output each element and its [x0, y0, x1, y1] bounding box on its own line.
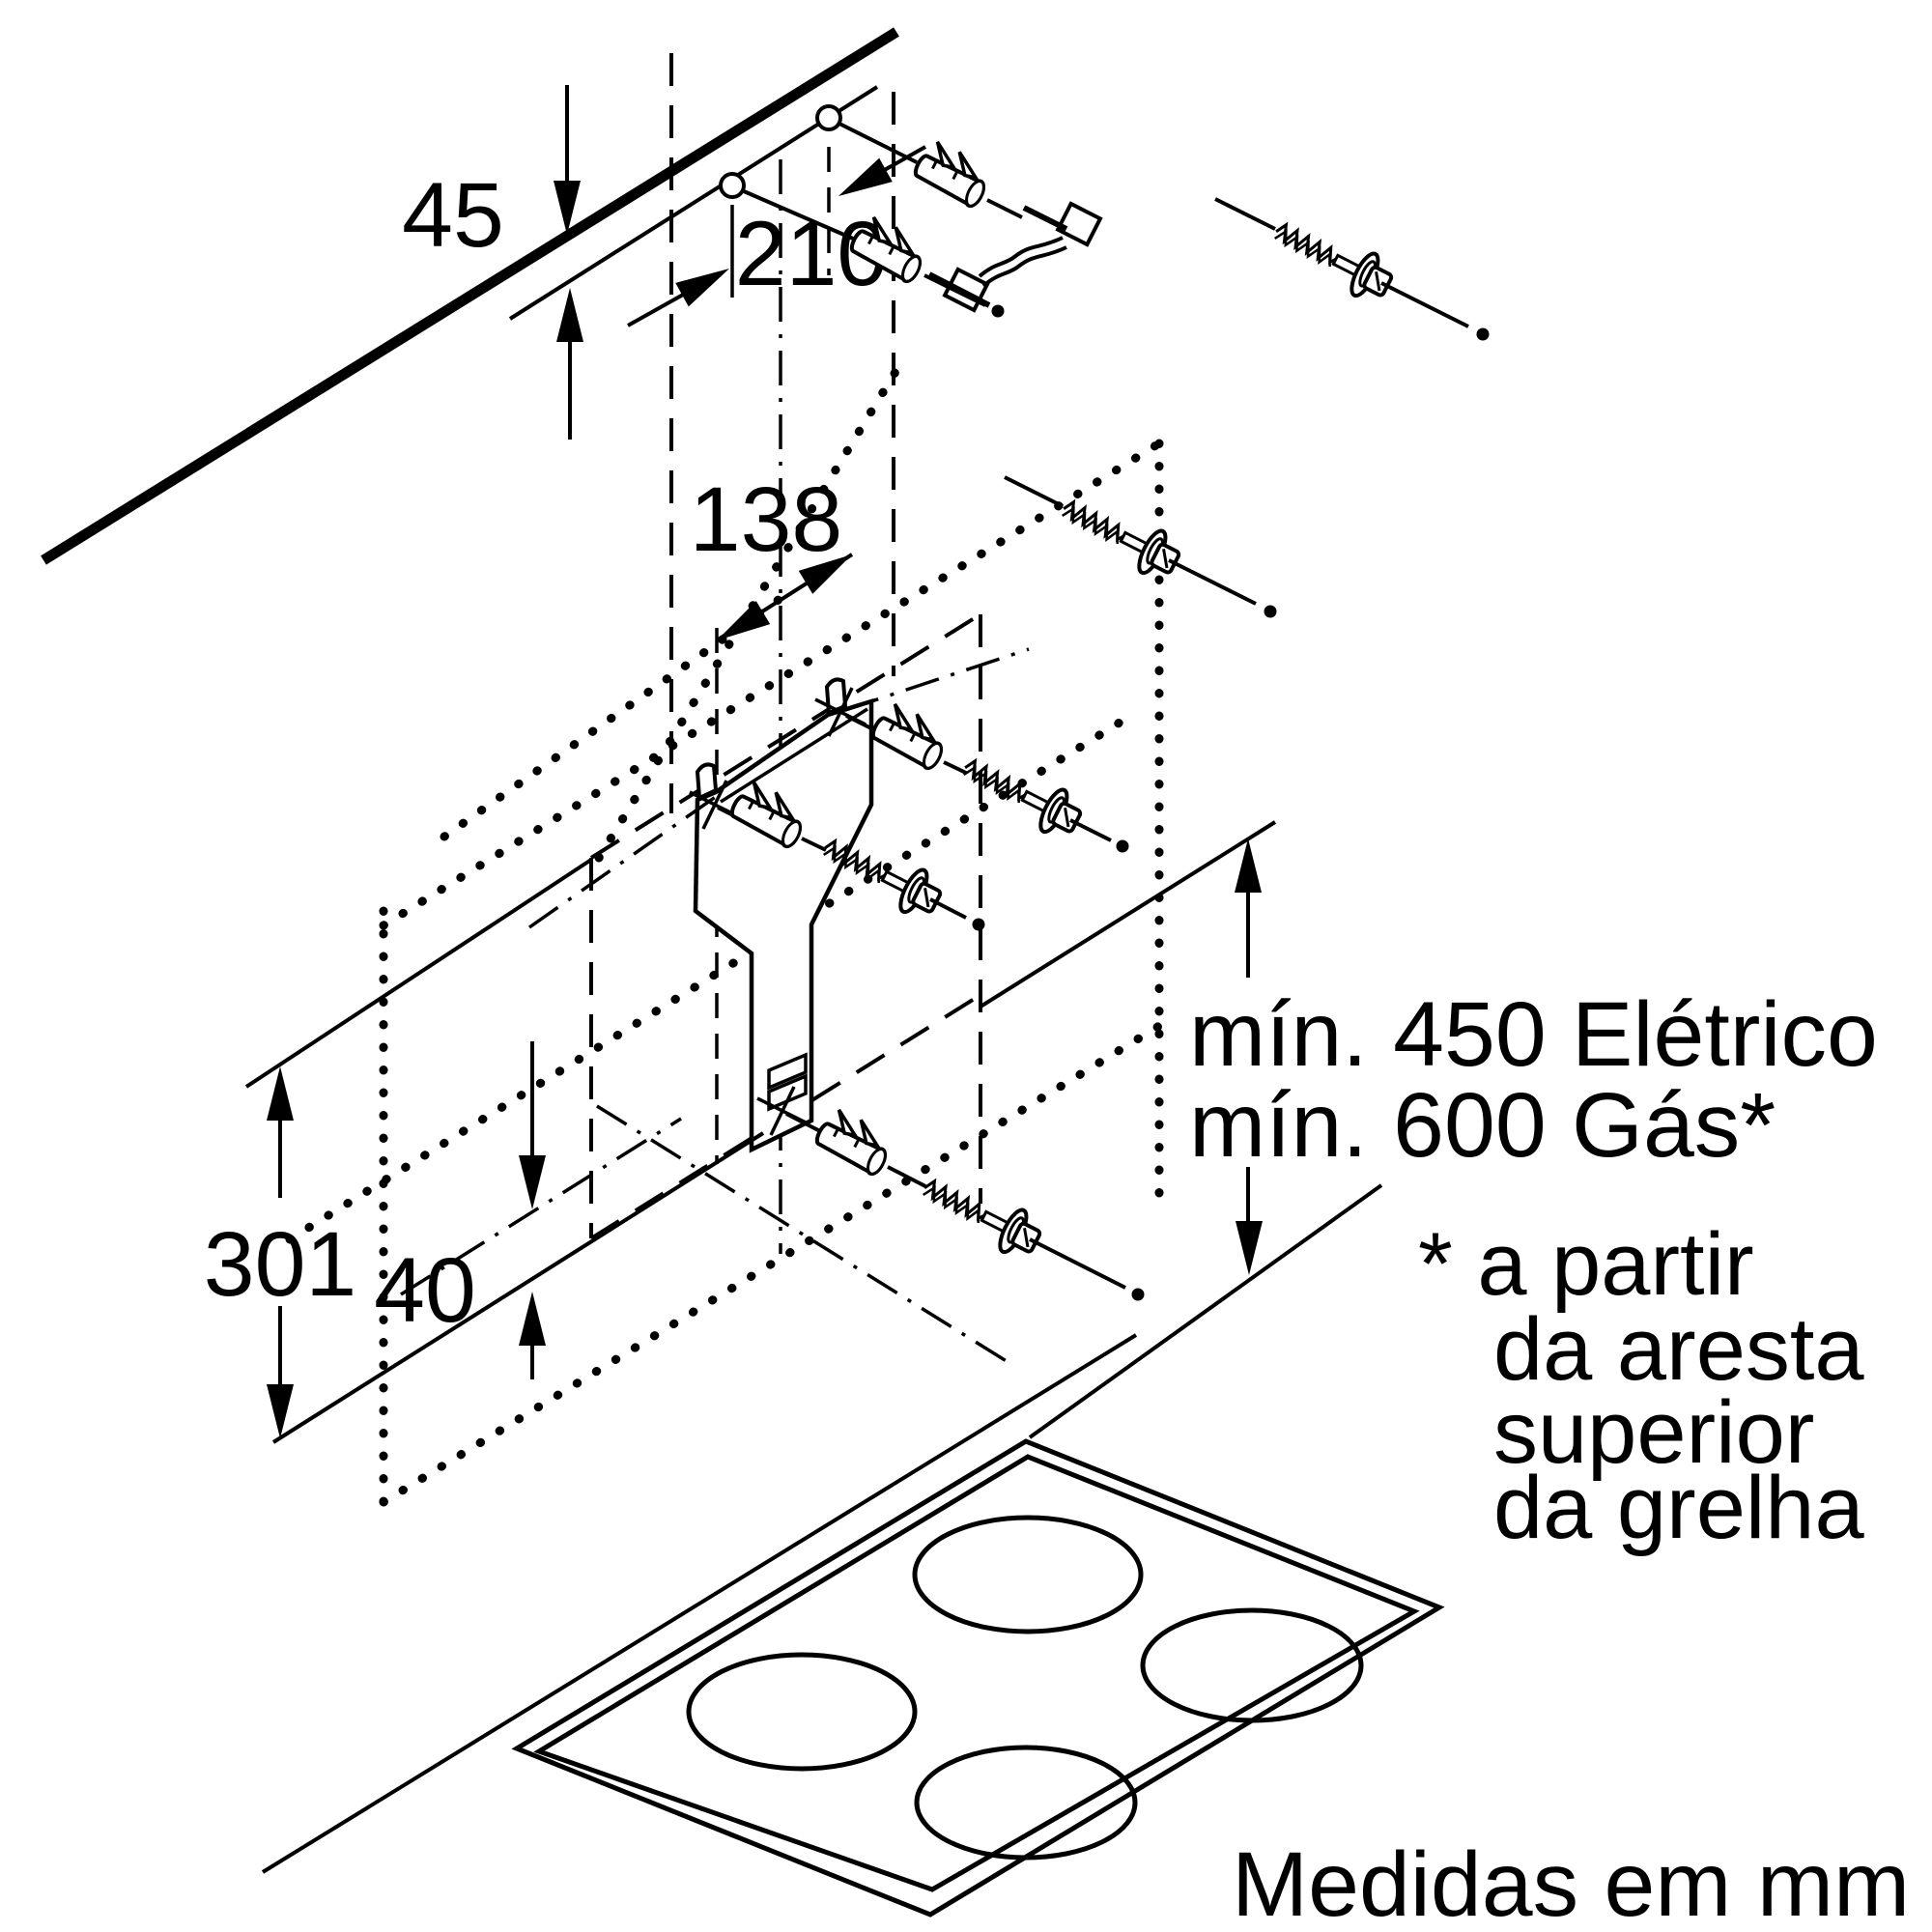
burner-front-right: [1140, 1607, 1364, 1723]
hood-bottom-reference: [979, 820, 1277, 1009]
screw2-exit-line: [1168, 558, 1257, 606]
axis-dot: [1116, 839, 1129, 853]
screw-c-exit-line: [1069, 818, 1112, 842]
dimension-min-clearance: mín. 450 Elétrico mín. 600 Gás*: [979, 820, 1878, 1439]
plug-b-exit-line: [923, 273, 986, 307]
dimension-bracket-hole-spacing: 138: [690, 469, 860, 653]
fasteners-bottom: [785, 1103, 1145, 1301]
footnote-line-2: da aresta: [1493, 1300, 1864, 1399]
axis-dot: [1264, 605, 1277, 618]
cooktop: [261, 1333, 1445, 1918]
bracket-right-centerline: [844, 647, 1030, 712]
top-drill-holes: [719, 104, 918, 298]
drill-hole-left: [719, 172, 746, 199]
fasteners-top: [845, 135, 1490, 618]
screw1-exit-line: [1380, 281, 1469, 328]
plug-a-exit-line: [986, 198, 1023, 219]
dim40-up-arrow: [519, 1292, 546, 1346]
hole-left-drill-axis: [743, 189, 854, 241]
plug-e-exit-line: [887, 1165, 926, 1188]
screw-mid-right: [953, 743, 1089, 845]
screw-bottom: [913, 1163, 1048, 1265]
drill-reference-line: [508, 85, 879, 321]
burner-back-right: [912, 1515, 1144, 1634]
plug-c-entry-line: [845, 714, 878, 733]
hole-right-drill-axis: [838, 122, 918, 164]
hood-front-top-edge: [285, 708, 1140, 1244]
dim40-label: 40: [374, 1239, 476, 1342]
dim210-right-arrow: [832, 157, 893, 209]
hood-lower-top-line: [244, 858, 593, 1089]
plug-d-exit-line: [801, 837, 827, 852]
footnote: * a partir da aresta superior da grelha: [1418, 1215, 1864, 1557]
screw-top-left: [1052, 484, 1187, 586]
hood-bottom-edge: [379, 1021, 1164, 1507]
chimney-support-bracket: [927, 201, 1103, 313]
axis-dot: [991, 304, 1005, 318]
axis-dot: [972, 918, 985, 931]
cooktop-outer-edge: [511, 1438, 1445, 1918]
ceiling-and-wall: [41, 27, 899, 565]
counter-edge-line: [261, 1333, 1138, 1874]
dim301-label: 301: [204, 1213, 357, 1316]
hood-lower-bottom-line: [271, 1131, 765, 1444]
dim138-label: 138: [690, 469, 843, 571]
units-note: Medidas em mm: [1232, 1833, 1910, 1932]
clearance-gas-label: mín. 600 Gás*: [1189, 1074, 1776, 1177]
dim45-up-arrow: [556, 288, 583, 342]
hood-top-edge: [379, 439, 1164, 930]
bracket-top-edge-centerline: [527, 794, 719, 929]
footnote-line-1: * a partir: [1418, 1215, 1754, 1314]
dim40-down-arrow: [519, 1155, 546, 1209]
plug-e-entry-line: [785, 1112, 821, 1133]
screw-d-exit-line: [929, 897, 967, 920]
lower-reference-lines: [244, 858, 765, 1444]
clearance-electric-label: mín. 450 Elétrico: [1189, 983, 1878, 1086]
ceiling-edge-line: [41, 27, 899, 565]
bracket-left-ear: [695, 762, 719, 802]
fasteners-middle: [717, 697, 1129, 931]
mounting-bracket: [527, 647, 1030, 1365]
support-band-upper: [978, 236, 1064, 278]
footnote-line-3: superior: [1493, 1383, 1814, 1482]
plug-c-exit-line: [943, 760, 967, 775]
drill-hole-right: [815, 104, 842, 131]
hood-back-top-edge: [440, 592, 787, 841]
axis-dot: [1131, 1288, 1145, 1301]
screw1-entry-line: [1214, 197, 1276, 231]
wall-plug-bottom: [810, 1103, 898, 1179]
dimension-ceiling-gap: 45: [402, 85, 583, 440]
dimension-lower-height: 301: [204, 1066, 357, 1438]
support-ear-right: [1055, 201, 1103, 247]
hood-outline-dotted: [285, 362, 1164, 1507]
bracket-offset-line: [400, 1117, 682, 1296]
burner-back-left: [686, 1652, 918, 1772]
screw2-entry-line: [1004, 475, 1064, 508]
dimension-bracket-gap: 40: [374, 1041, 546, 1379]
support-axis-right: [1022, 205, 1068, 232]
dim210-left-arrow: [675, 256, 736, 307]
bracket-top-fold-line: [720, 707, 868, 804]
cooktop-inner-edge: [533, 1454, 1420, 1892]
support-band-lower: [981, 245, 1067, 288]
panel-top-edge: [589, 612, 982, 860]
clearance-down-arrow: [1236, 1221, 1263, 1275]
bracket-slot-upper: [767, 1052, 808, 1091]
grate-top-reference: [1028, 1183, 1383, 1439]
axis-dot: [1476, 327, 1490, 341]
bracket-right-ear: [824, 677, 848, 716]
screw-e-exit-line: [1029, 1237, 1126, 1290]
wall-plug-mid-right: [867, 697, 954, 774]
dim301-up-arrow: [267, 1066, 294, 1121]
footnote-line-4: da grelha: [1493, 1459, 1864, 1557]
burner-front-left: [914, 1745, 1138, 1861]
dim45-label: 45: [402, 164, 504, 267]
hood-slant-edge: [594, 362, 903, 863]
screw-top-right: [1264, 207, 1400, 309]
alignment-centerline: [596, 1104, 1010, 1365]
